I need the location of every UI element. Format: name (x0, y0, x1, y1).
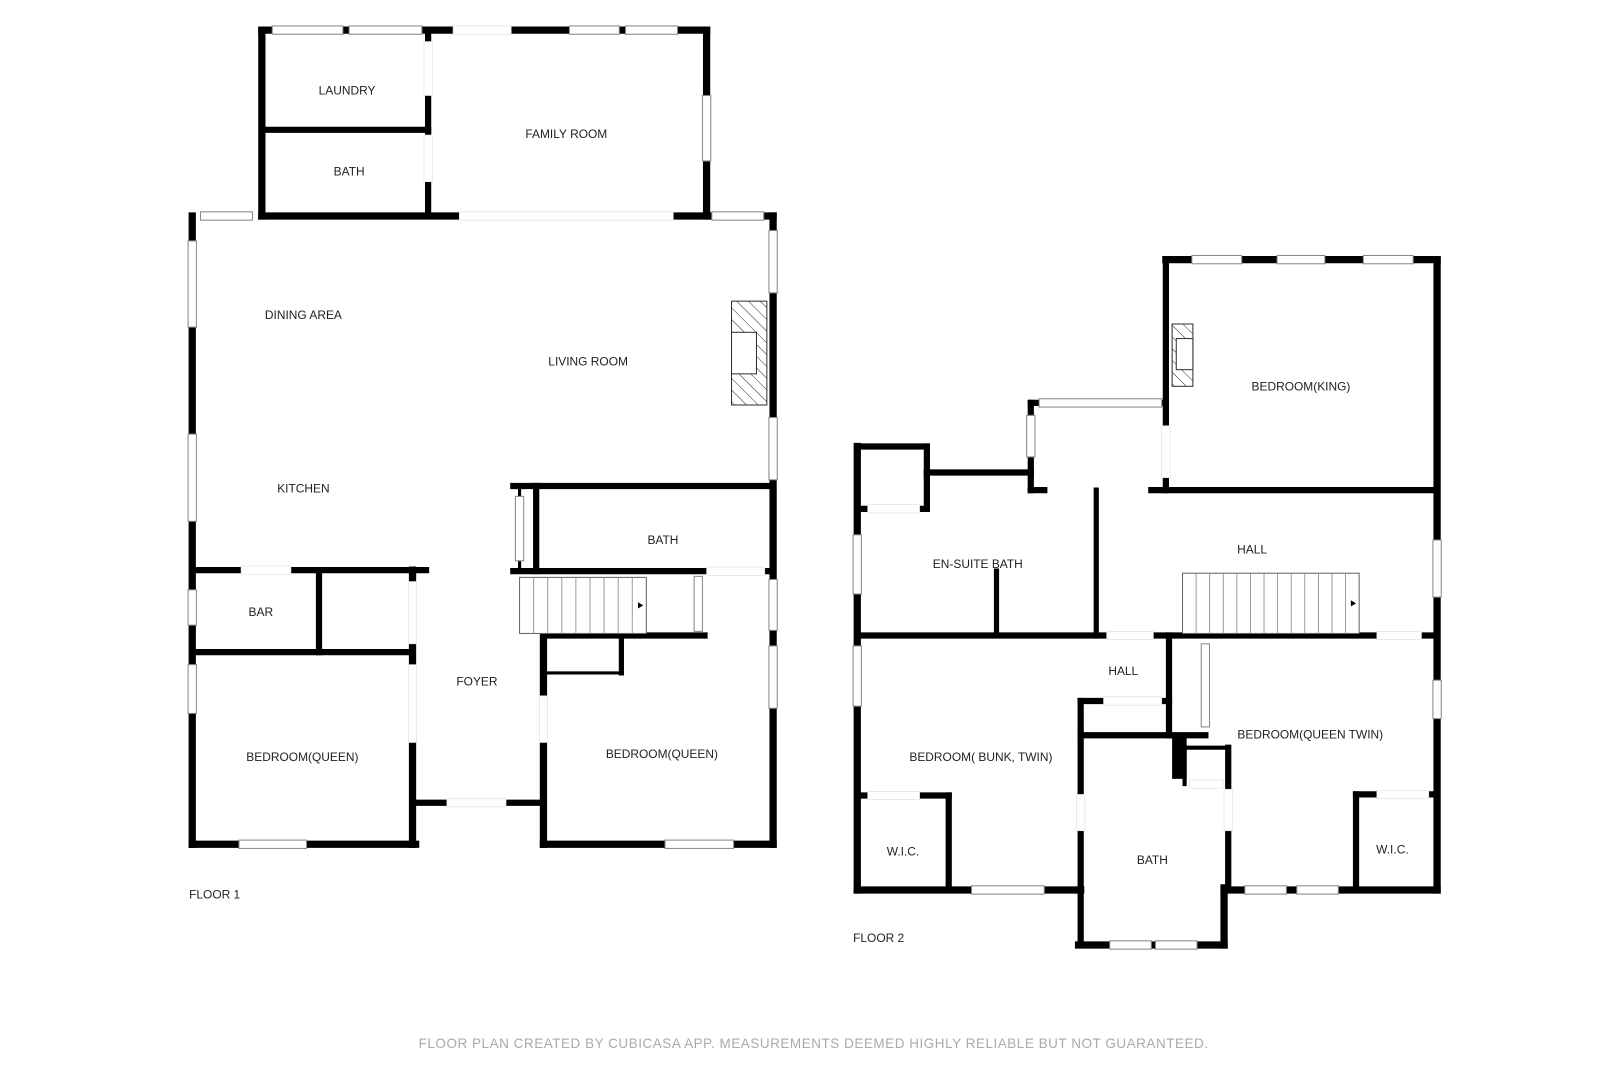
doorway (706, 566, 766, 576)
room-label-living-room: LIVING ROOM (548, 355, 628, 369)
doorway (1223, 788, 1233, 832)
window (271, 25, 344, 35)
window (852, 534, 862, 595)
window (1200, 643, 1211, 728)
room-label-bedroom-queen: BEDROOM(QUEEN) (606, 747, 718, 761)
staircase (519, 576, 647, 634)
room-label-dining-area: DINING AREA (265, 308, 342, 322)
room-label-bath: BATH (647, 533, 678, 547)
window (693, 575, 703, 632)
window (238, 839, 308, 849)
window (1296, 885, 1339, 895)
window (768, 578, 778, 631)
room-label-bath: BATH (1137, 853, 1168, 867)
doorway (538, 695, 548, 743)
footer-disclaimer: FLOOR PLAN CREATED BY CUBICASA APP. MEAS… (419, 1036, 1209, 1051)
window (1432, 679, 1442, 720)
openings (187, 25, 1442, 950)
window (187, 589, 197, 626)
window (187, 664, 197, 714)
window (852, 645, 862, 707)
doorway (1161, 425, 1171, 479)
doorway (1189, 779, 1224, 789)
window (625, 25, 679, 35)
room-label-hall: HALL (1237, 543, 1267, 557)
doorway (240, 565, 292, 575)
room-label-hall: HALL (1108, 664, 1138, 678)
window (187, 433, 197, 522)
room-label-kitchen: KITCHEN (277, 481, 329, 495)
floor-2-label: FLOOR 2 (853, 931, 904, 945)
room-label-bedroom-king: BEDROOM(KING) (1252, 380, 1351, 394)
window (711, 211, 765, 221)
room-label-bedroom-queen-twin: BEDROOM(QUEEN TWIN) (1237, 727, 1383, 741)
stairs (519, 572, 1360, 634)
window (348, 25, 423, 35)
window (664, 839, 735, 849)
room-label-laundry: LAUNDRY (319, 84, 376, 98)
doorway (1103, 696, 1163, 706)
window (1109, 940, 1152, 950)
window (1154, 940, 1198, 950)
window (971, 885, 1045, 895)
doorway (446, 798, 507, 808)
stair-arrow-icon (638, 602, 644, 609)
room-label-wic: W.I.C. (887, 845, 920, 859)
window (200, 211, 254, 221)
doorway (452, 25, 512, 35)
room-label-bar: BAR (249, 605, 274, 619)
room-label-wic: W.I.C. (1376, 843, 1409, 857)
fireplace-floor2 (1171, 323, 1194, 387)
window (1191, 254, 1243, 265)
room-label-bedroom-bunk-twin: BEDROOM( BUNK, TWIN) (909, 750, 1052, 764)
room-label-family-room: FAMILY ROOM (525, 127, 607, 141)
window (768, 230, 778, 294)
doorway (458, 211, 674, 221)
window (1244, 885, 1287, 895)
window (1026, 414, 1036, 458)
doorway (1076, 794, 1086, 832)
doorway (423, 41, 433, 96)
doorway (423, 134, 433, 183)
window (514, 495, 525, 562)
doorway (1106, 631, 1154, 641)
window (768, 416, 778, 481)
room-label-bedroom-queen: BEDROOM(QUEEN) (246, 750, 358, 764)
walls (188, 26, 1441, 949)
window (768, 645, 778, 709)
doorway (408, 664, 417, 743)
stair-arrow-icon (1350, 600, 1357, 607)
doorway (1376, 631, 1422, 641)
floor-1-label: FLOOR 1 (189, 887, 240, 901)
window (1432, 539, 1442, 598)
room-label-en-suite-bath: EN-SUITE BATH (933, 557, 1023, 571)
room-label-bath: BATH (334, 165, 365, 179)
wall (1172, 735, 1187, 779)
window (187, 240, 197, 328)
doorway (1376, 789, 1430, 799)
doorway (408, 581, 417, 645)
window (701, 95, 712, 162)
window (1038, 398, 1163, 408)
fireplace-floor1 (731, 300, 768, 406)
window (1276, 254, 1326, 265)
window (1362, 254, 1414, 265)
room-label-foyer: FOYER (456, 674, 498, 688)
doorway (867, 504, 920, 514)
doorway (867, 790, 920, 800)
staircase (1181, 572, 1360, 634)
window (568, 25, 620, 35)
